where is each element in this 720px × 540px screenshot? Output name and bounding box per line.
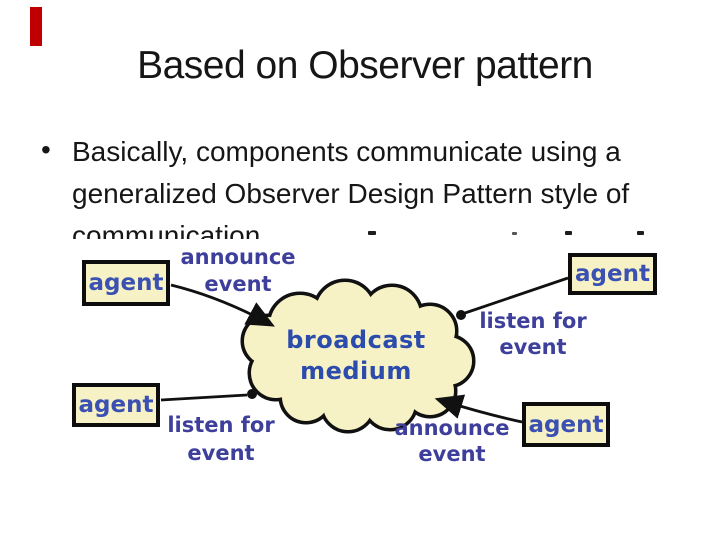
covered-text-remnant — [368, 231, 376, 235]
observer-pattern-diagram: agent agent agent agent announce event l… — [40, 239, 685, 487]
listen-dot-top-right — [456, 310, 466, 320]
covered-text-remnant — [637, 231, 644, 235]
label-line: event — [418, 442, 486, 466]
listen-line-top-right — [464, 276, 569, 315]
broadcast-medium-label: broadcast medium — [266, 325, 446, 387]
cloud-label-line: medium — [300, 357, 412, 385]
red-accent-bar — [30, 7, 42, 46]
label-listen-for-event-top-right: listen for event — [473, 308, 593, 360]
covered-text-remnant — [512, 232, 517, 235]
label-line: listen for — [167, 413, 275, 437]
label-line: announce — [394, 416, 510, 440]
listen-dot-bottom-left — [247, 389, 257, 399]
announce-arrow-top-left — [170, 283, 275, 327]
bullet-marker: • — [41, 134, 51, 165]
bullet-text-line-1: Basically, components communicate using … — [72, 136, 621, 167]
slide-title: Based on Observer pattern — [137, 44, 593, 87]
agent-box-bottom-right: agent — [522, 402, 610, 447]
agent-box-top-right: agent — [568, 253, 657, 295]
bullet-text-line-3-clipped: communication. — [72, 222, 268, 239]
broadcast-medium-cloud — [240, 278, 476, 434]
label-line: event — [187, 441, 255, 465]
label-line: event — [204, 272, 272, 296]
listen-line-bottom-left — [160, 393, 248, 402]
label-line: listen for — [479, 309, 587, 333]
bullet-text-line-3: communication. — [72, 222, 269, 239]
label-announce-event-bottom-right: announce event — [392, 415, 512, 467]
label-line: announce — [180, 245, 296, 269]
cloud-label-line: broadcast — [286, 326, 426, 354]
label-line: event — [499, 335, 567, 359]
agent-box-top-left: agent — [82, 260, 170, 306]
bullet-text-line-2: generalized Observer Design Pattern styl… — [72, 178, 630, 209]
label-announce-event-top-left: announce event — [178, 244, 298, 298]
covered-text-remnant — [565, 231, 572, 235]
diagram-graphics — [160, 276, 569, 434]
announce-arrow-bottom-right — [434, 394, 523, 424]
agent-box-bottom-left: agent — [72, 383, 160, 427]
label-listen-for-event-bottom-left: listen for event — [161, 411, 281, 467]
